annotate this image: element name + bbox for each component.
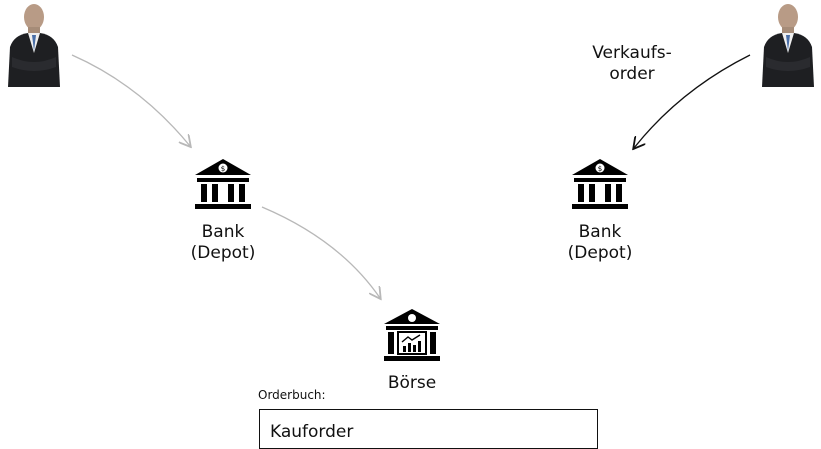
bank-left-label: Bank (Depot) — [173, 222, 273, 264]
bank-left-icon: $ — [193, 157, 253, 217]
bank-left-label-line1: Bank — [201, 222, 245, 242]
sell-order-label: Verkaufs- order — [582, 43, 682, 85]
sell-order-label-line1: Verkaufs- — [592, 43, 672, 63]
arrow-seller-to-bank — [634, 54, 751, 148]
orderbook-title: Orderbuch: — [258, 388, 326, 402]
bank-right-icon: $ — [570, 157, 630, 217]
orderbook-box: Kauforder — [259, 409, 598, 449]
orderbook-entry-buy-order: Kauforder — [270, 422, 354, 442]
bank-right-label-line2: (Depot) — [567, 243, 633, 263]
sell-order-label-line2: order — [609, 64, 655, 84]
stock-exchange-icon — [382, 308, 442, 368]
bank-left-label-line2: (Depot) — [190, 243, 256, 263]
exchange-label: Börse — [387, 373, 437, 393]
svg-text:$: $ — [598, 165, 602, 173]
seller-person-icon — [758, 1, 818, 87]
svg-text:$: $ — [221, 165, 225, 173]
bank-right-label: Bank (Depot) — [550, 222, 650, 264]
bank-right-label-line1: Bank — [578, 222, 622, 242]
arrow-bank-to-exchange — [261, 206, 380, 298]
buyer-person-icon — [4, 1, 64, 87]
arrow-buyer-to-bank — [71, 54, 190, 146]
